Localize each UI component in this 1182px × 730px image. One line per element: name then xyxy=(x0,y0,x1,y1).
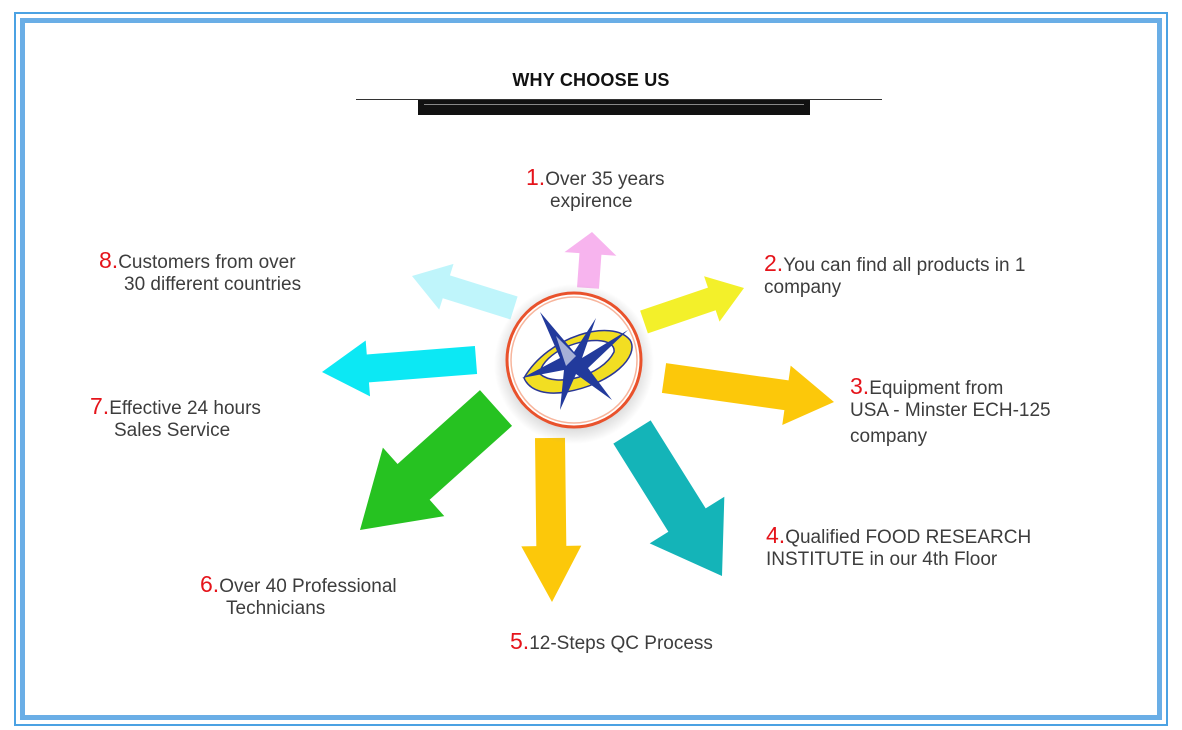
arrow-teal-down-right xyxy=(613,420,725,577)
title-underline xyxy=(356,99,882,100)
item-line1: Qualified FOOD RESEARCH xyxy=(785,527,1032,548)
outer-frame xyxy=(14,12,1168,726)
item-line2: company xyxy=(764,277,842,298)
item-6: 6.Over 40 Professional Technicians xyxy=(200,573,397,620)
arrow-yellow-green xyxy=(640,276,745,334)
item-1: 1.Over 35 years expirence xyxy=(526,166,665,213)
item-line2: expirence xyxy=(550,191,633,212)
item-8: 8.Customers from over 30 different count… xyxy=(99,249,301,296)
arrow-light-cyan xyxy=(411,263,518,320)
arrow-green-down-left xyxy=(359,390,513,531)
page-title: WHY CHOOSE US xyxy=(512,70,670,90)
item-number: 4. xyxy=(766,522,786,548)
item-line2: 30 different countries xyxy=(124,274,302,295)
arrow-gold-right xyxy=(661,363,835,425)
item-line1: Effective 24 hours xyxy=(109,398,261,419)
item-line2: INSTITUTE in our 4th Floor xyxy=(766,549,998,570)
item-line1: Equipment from xyxy=(869,378,1004,399)
item-line2: Technicians xyxy=(226,598,326,619)
item-number: 5. xyxy=(510,628,530,654)
item-line2: Sales Service xyxy=(114,420,231,441)
inner-frame xyxy=(20,18,1162,720)
arrow-cyan-left xyxy=(321,340,478,397)
item-3: 3.Equipment from USA - Minster ECH-125 c… xyxy=(850,375,1051,448)
item-4: 4.Qualified FOOD RESEARCH INSTITUTE in o… xyxy=(766,524,1031,571)
item-5: 5.12-Steps QC Process xyxy=(510,630,713,655)
item-number: 6. xyxy=(200,571,220,597)
item-number: 2. xyxy=(764,250,784,276)
item-line2: USA - Minster ECH-125 xyxy=(850,400,1051,421)
item-line1: You can find all products in 1 xyxy=(783,255,1026,276)
item-line1: Customers from over xyxy=(118,252,296,273)
arrow-up-pink xyxy=(564,231,617,289)
item-number: 7. xyxy=(90,393,110,419)
title-bar xyxy=(418,100,810,115)
arrow-gold-down xyxy=(521,437,582,602)
item-line1: Over 35 years xyxy=(545,169,665,190)
item-line1: Over 40 Professional xyxy=(219,576,397,597)
item-line1: 12-Steps QC Process xyxy=(529,633,713,654)
item-2: 2.You can find all products in 1 company xyxy=(764,252,1025,299)
item-number: 1. xyxy=(526,164,546,190)
item-line3: company xyxy=(850,426,928,447)
item-7: 7.Effective 24 hours Sales Service xyxy=(90,395,261,442)
company-logo-icon xyxy=(494,284,654,444)
item-number: 3. xyxy=(850,373,870,399)
item-number: 8. xyxy=(99,247,119,273)
